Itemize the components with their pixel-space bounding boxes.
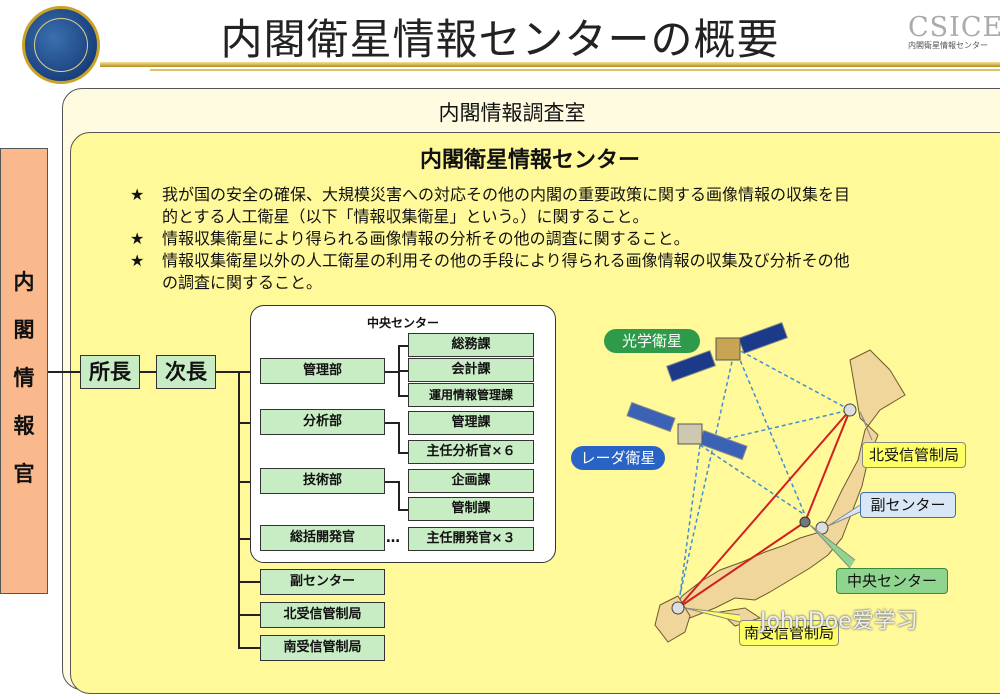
watermark: JohnDoe爱学习: [760, 609, 918, 634]
satellite-link-lines: [679, 347, 851, 596]
central-center-map-label: 中央センター: [836, 568, 948, 594]
connector: [140, 371, 156, 373]
connector: [398, 422, 400, 452]
section-administration: 管理課: [408, 411, 534, 435]
page-title: 内閣衛星情報センターの概要: [220, 15, 780, 64]
mission-item-3: ★ 情報収集衛星以外の人工衛星の利用その他の手段により得られる画像情報の収集及び分…: [130, 250, 850, 272]
callout-pointer: [809, 524, 856, 569]
section-general-affairs: 総務課: [408, 333, 534, 357]
unit-sub-center: 副センター: [260, 569, 385, 595]
connector: [398, 509, 408, 511]
vertical-char: 閣: [13, 318, 35, 342]
central-center-label: 中央センター: [366, 316, 439, 330]
dept-technology: 技術部: [260, 468, 385, 494]
vertical-char: 内: [13, 270, 35, 294]
connector: [216, 371, 238, 373]
sub-center-label: 副センター: [860, 492, 956, 518]
connector: [385, 481, 398, 483]
connector: [238, 481, 260, 483]
star-icon: ★: [130, 251, 145, 270]
section-planning: 企画課: [408, 469, 534, 493]
central-center-icon: [799, 516, 811, 528]
star-icon: ★: [130, 229, 145, 248]
callout-pointer: [684, 607, 741, 623]
dept-chief-developer: 総括開発官: [260, 525, 385, 551]
section-control: 管制課: [408, 497, 534, 521]
south-station-dish-icon: [671, 601, 685, 615]
section-chief-analysts: 主任分析官×６: [408, 440, 534, 464]
section-ops-info-management: 運用情報管理課: [408, 383, 534, 407]
header-divider-thin: [150, 69, 1000, 71]
mission-text: 情報収集衛星により得られる画像情報の分析その他の調査に関すること。: [162, 229, 690, 248]
outer-frame-title: 内閣情報調査室: [438, 101, 586, 125]
mission-text: 我が国の安全の確保、大規模災害への対応その他の内閣の重要政策に関する画像情報の収…: [162, 185, 851, 204]
north-station-label: 北受信管制局: [862, 442, 966, 468]
south-station-label: 南受信管制局: [739, 620, 839, 646]
header-divider: [100, 62, 1000, 67]
optical-satellite-label: 光学衛星: [604, 329, 700, 353]
inner-frame-title: 内閣衛星情報センター: [419, 148, 640, 173]
seal-globe-icon: [34, 18, 88, 72]
mission-item-2: ★ 情報収集衛星により得られる画像情報の分析その他の調査に関すること。: [130, 228, 690, 250]
connector: [398, 370, 408, 372]
vertical-char: 報: [13, 414, 35, 438]
connector: [238, 647, 260, 649]
connector: [48, 371, 80, 373]
japan-landmass: [671, 349, 906, 619]
dept-management: 管理部: [260, 358, 385, 384]
north-station-dish-icon: [843, 403, 857, 417]
mission-item-1: ★ 我が国の安全の確保、大規模災害への対応その他の内閣の重要政策に関する画像情報の…: [130, 184, 850, 206]
connector: [238, 422, 260, 424]
mission-item-1-cont: 的とする人工衛星（以下「情報収集衛星」という。）に関すること。: [162, 207, 649, 226]
connector: [238, 538, 260, 540]
unit-south-station: 南受信管制局: [260, 635, 385, 661]
connector: [238, 371, 260, 373]
connector: [238, 614, 260, 616]
connector: [398, 481, 400, 509]
connector: [238, 581, 260, 583]
section-accounting: 会計課: [408, 358, 534, 382]
mission-text: 情報収集衛星以外の人工衛星の利用その他の手段により得られる画像情報の収集及び分析…: [162, 251, 850, 270]
vertical-char: 情: [13, 366, 35, 390]
brand-logo: CSICE: [908, 12, 1000, 43]
connector: [398, 395, 408, 397]
connector: [398, 452, 408, 454]
connector: [385, 371, 398, 373]
ground-link-lines: [677, 409, 851, 609]
deputy-director-box: 次長: [156, 355, 216, 389]
unit-north-station: 北受信管制局: [260, 602, 385, 628]
brand-subtitle: 内閣衛星情報センター: [908, 41, 988, 50]
director-box: 所長: [80, 355, 140, 389]
connector: [238, 371, 240, 647]
connector: [398, 345, 408, 347]
japan-satellite-map: [626, 321, 906, 643]
ellipsis: …: [386, 530, 400, 546]
dept-analysis: 分析部: [260, 409, 385, 435]
callout-pointer: [859, 411, 873, 441]
radar-satellite-icon: [626, 401, 748, 461]
optical-satellite-icon: [666, 321, 788, 383]
connector: [385, 422, 398, 424]
radar-satellite-label: レーダ衛星: [571, 446, 665, 470]
mission-item-3-cont: の調査に関すること。: [162, 273, 323, 292]
section-chief-developers: 主任開発官×３: [408, 527, 534, 551]
callout-pointer: [827, 504, 861, 527]
cabinet-intelligence-officer-box: [0, 148, 48, 594]
star-icon: ★: [130, 185, 145, 204]
vertical-char: 官: [13, 462, 35, 486]
